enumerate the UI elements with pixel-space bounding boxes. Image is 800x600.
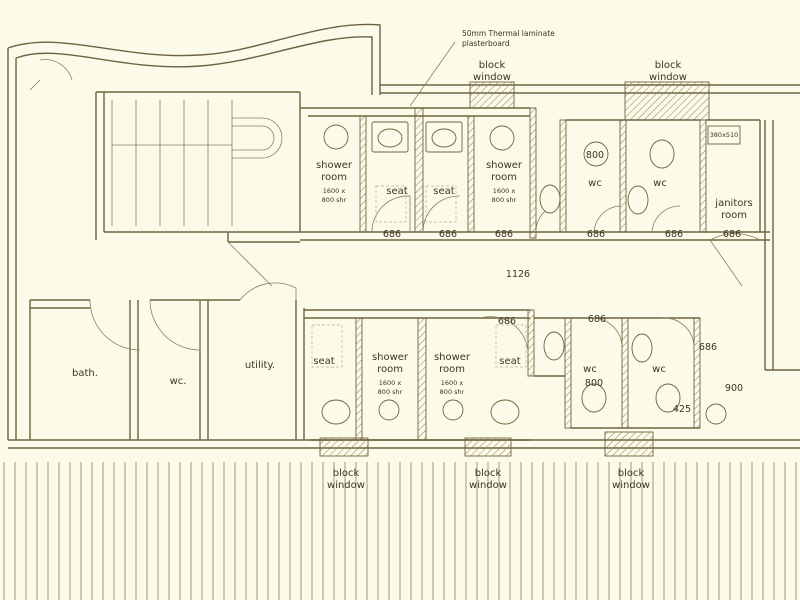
dimension-label: 900	[725, 383, 743, 394]
shower-room-size: 800 shr	[492, 196, 517, 204]
shower-room-size: 1600 x	[379, 379, 402, 387]
shower-room-label: shower	[372, 352, 409, 363]
dimension-label: 686	[383, 229, 401, 240]
dimension-label: 686	[495, 229, 513, 240]
seat-label: seat	[499, 356, 520, 367]
block-window-label-2a: block	[655, 60, 682, 71]
annotation-line1: 50mm Thermal laminate	[462, 29, 555, 38]
shower-room-label: room	[377, 364, 403, 375]
block-window-label-5a: block	[618, 468, 645, 479]
block-window-label-4b: window	[469, 480, 507, 491]
shower-room-size: 800 shr	[440, 388, 465, 396]
seat-outlines	[311, 185, 527, 368]
utility-label: utility.	[245, 360, 275, 371]
dimension-label: 800	[585, 378, 603, 389]
block-window-label-2b: window	[649, 72, 687, 83]
janitors-room-label: janitors	[714, 198, 752, 209]
shower-room-label: shower	[486, 160, 523, 171]
room-labels: shower room 1600 x 800 shr shower room 1…	[72, 131, 753, 396]
block-window-label-1a: block	[479, 60, 506, 71]
annotation-text: 50mm Thermal laminate plasterboard	[462, 29, 555, 48]
dimension-label: 425	[673, 404, 691, 415]
dimension-label: 686	[439, 229, 457, 240]
dimension-label: 686	[587, 229, 605, 240]
block-window-label-3b: window	[327, 480, 365, 491]
wc-label: wc	[653, 178, 667, 189]
annotation-line2: plasterboard	[462, 39, 510, 48]
shower-room-size: 1600 x	[493, 187, 516, 195]
shower-room-size: 1600 x	[441, 379, 464, 387]
shower-room-label: shower	[316, 160, 353, 171]
bath-label: bath.	[72, 368, 98, 379]
wc-label: wc	[652, 364, 666, 375]
door-swings	[29, 59, 761, 359]
shower-room-size: 800 shr	[378, 388, 403, 396]
dimension-label: 800	[586, 150, 604, 161]
dimension-label: 686	[588, 314, 606, 325]
wc-label: wc	[583, 364, 597, 375]
dimension-label: 686	[498, 316, 516, 327]
shower-room-label: room	[321, 172, 347, 183]
shower-room-label: room	[491, 172, 517, 183]
wc-label: wc.	[170, 376, 187, 387]
seat-label: seat	[386, 186, 407, 197]
janitors-room-label: room	[721, 210, 747, 221]
shower-room-size: 1600 x	[323, 187, 346, 195]
decking	[3, 462, 797, 600]
block-window-label-4a: block	[475, 468, 502, 479]
wc-label: wc	[588, 178, 602, 189]
dimension-label: 686	[723, 229, 741, 240]
dimension-label: 1126	[506, 269, 530, 280]
annotation-leader	[409, 41, 456, 107]
fixtures	[321, 121, 741, 425]
block-window-labels: block window block window block window b…	[327, 60, 687, 491]
dimension-label: 686	[665, 229, 683, 240]
staircase	[111, 100, 283, 226]
seat-label: seat	[433, 186, 454, 197]
block-window-hatches	[319, 81, 710, 457]
dimension-label: 686	[699, 342, 717, 353]
block-window-label-3a: block	[333, 468, 360, 479]
janitors-sink-size: 380x510	[710, 131, 739, 139]
seat-label: seat	[313, 356, 334, 367]
dimension-labels: 686 686 686 686 686 686 686 686 686 800 …	[383, 150, 743, 415]
shower-room-label: room	[439, 364, 465, 375]
block-window-label-1b: window	[473, 72, 511, 83]
shower-room-label: shower	[434, 352, 471, 363]
block-window-label-5b: window	[612, 480, 650, 491]
shower-room-size: 800 shr	[322, 196, 347, 204]
